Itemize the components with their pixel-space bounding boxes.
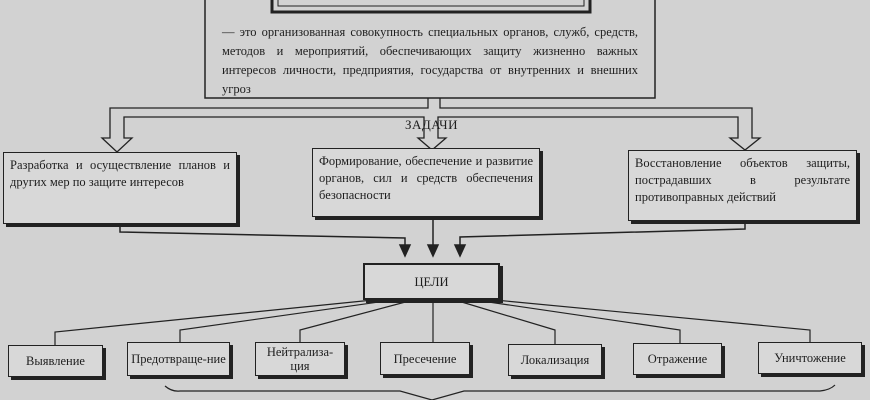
definition-text: — это организованная совокупность специа… (222, 25, 638, 96)
goal-connectors (54, 299, 811, 345)
goal-destruction: Уничтожение (758, 342, 862, 374)
goal-detection: Выявление (8, 345, 103, 377)
converge-arrows (119, 217, 746, 258)
goal-neutralization: Нейтрализа-ция (255, 342, 345, 376)
goal-prevention: Предотвраще-ние (127, 342, 230, 376)
goal-repulsion: Отражение (633, 343, 722, 375)
goal-localization: Локализация (508, 344, 602, 376)
task-box-forces: Формирование, обеспечение и развитие орг… (312, 148, 540, 217)
task-box-restoration: Восстановление объектов защиты, пострада… (628, 150, 857, 221)
tasks-label: ЗАДАЧИ (405, 117, 459, 132)
title-box-frame (270, 0, 592, 14)
task-box-plans: Разработка и осуществление планов и друг… (3, 152, 237, 224)
goals-box: ЦЕЛИ (363, 263, 500, 300)
brace (164, 384, 836, 400)
goal-suppression: Пресечение (380, 342, 470, 375)
definition-frame (204, 0, 656, 99)
